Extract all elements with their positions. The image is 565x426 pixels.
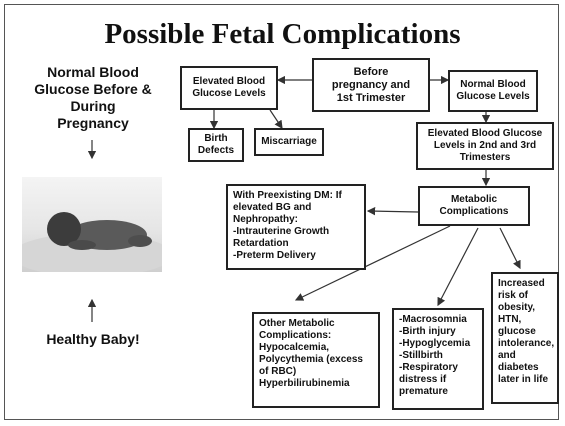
miscarriage-box: Miscarriage [254, 128, 324, 156]
arrow-to-miscarriage [270, 110, 282, 128]
preexisting-dm-box: With Preexisting DM: If elevated BG and … [226, 184, 366, 270]
elevated-bg-2nd-3rd-box: Elevated Blood Glucose Levels in 2nd and… [416, 122, 554, 170]
birth-defects-box: Birth Defects [188, 128, 244, 162]
elevated-bg-2nd-3rd-label: Elevated Blood Glucose Levels in 2nd and… [428, 128, 542, 164]
birth-defects-label: Birth Defects [198, 133, 234, 157]
normal-bg-label: Normal Blood Glucose Levels [456, 79, 529, 103]
other-metabolic-box: Other Metabolic Complications: Hypocalce… [252, 312, 380, 408]
macrosomnia-box: -Macrosomnia -Birth injury -Hypoglycemia… [392, 308, 484, 410]
arrow-to-preexisting [368, 211, 418, 212]
metabolic-box: Metabolic Complications [418, 186, 530, 226]
elevated-bg-box: Elevated Blood Glucose Levels [180, 66, 278, 110]
arrow-to-later-risk [500, 228, 520, 268]
before-pregnancy-label: Before pregnancy and 1st Trimester [332, 66, 410, 105]
metabolic-label: Metabolic Complications [440, 194, 509, 218]
macrosomnia-label: -Macrosomnia -Birth injury -Hypoglycemia… [399, 314, 470, 398]
preexisting-dm-label: With Preexisting DM: If elevated BG and … [233, 190, 342, 262]
normal-bg-box: Normal Blood Glucose Levels [448, 70, 538, 112]
miscarriage-label: Miscarriage [261, 136, 317, 148]
elevated-bg-label: Elevated Blood Glucose Levels [192, 76, 265, 100]
later-risk-box: Increased risk of obesity, HTN, glucose … [491, 272, 559, 404]
arrow-to-macrosomnia [438, 228, 478, 305]
before-pregnancy-box: Before pregnancy and 1st Trimester [312, 58, 430, 112]
other-metabolic-label: Other Metabolic Complications: Hypocalce… [259, 318, 363, 390]
later-risk-label: Increased risk of obesity, HTN, glucose … [498, 278, 554, 386]
